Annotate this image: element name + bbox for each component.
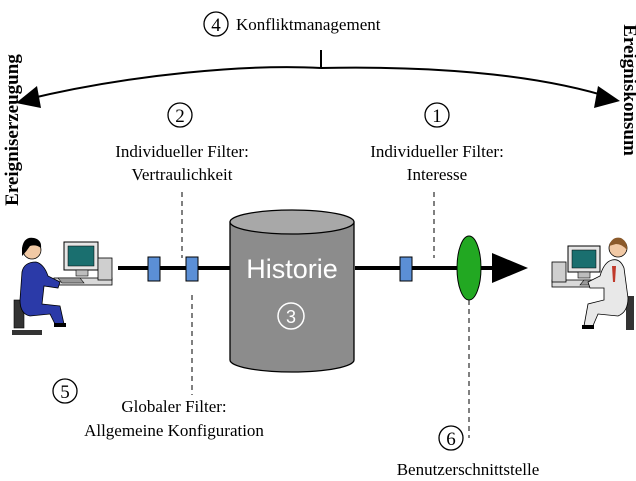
step-6-circle — [438, 425, 464, 451]
consumer-user-icon — [551, 237, 634, 330]
step-2-number: 2 — [175, 106, 185, 127]
step-2-circle — [167, 102, 193, 128]
filter-box-global — [185, 256, 199, 282]
user-interface-ellipse — [456, 235, 482, 301]
filter-left-title: Individueller Filter: — [115, 142, 249, 161]
filter-box-interest — [399, 256, 413, 282]
arrowhead-right — [594, 86, 620, 108]
step-1-circle — [424, 102, 450, 128]
step-1-number: 1 — [432, 106, 442, 127]
producer-user-icon — [12, 237, 113, 335]
user-interface-label: Benutzerschnittstelle — [397, 460, 540, 479]
history-label: Historie — [246, 254, 338, 284]
dashed-leaders — [181, 192, 470, 438]
arrowhead-left — [16, 86, 41, 108]
step-6-number: 6 — [446, 429, 456, 450]
conflict-arrows — [16, 50, 620, 108]
step-3-number: 3 — [286, 307, 296, 327]
label-event-production: Ereigniserzeugung — [2, 54, 23, 206]
label-event-consumption: Ereigniskonsum — [619, 24, 636, 156]
filter-box-confidentiality — [147, 256, 161, 282]
filter-right-subtitle: Interesse — [407, 165, 467, 184]
global-filter-subtitle: Allgemeine Konfiguration — [84, 421, 264, 440]
global-filter-title: Globaler Filter: — [121, 397, 226, 416]
step-3-circle — [277, 302, 305, 330]
conflict-management-label: Konfliktmanagement — [236, 15, 381, 34]
history-cylinder — [229, 209, 362, 383]
filter-left-subtitle: Vertraulichkeit — [131, 165, 232, 184]
step-4-circle — [203, 11, 229, 37]
step-5-circle — [52, 378, 78, 404]
flow-arrowhead — [492, 253, 528, 283]
filter-right-title: Individueller Filter: — [370, 142, 504, 161]
step-5-number: 5 — [60, 382, 70, 403]
step-4-number: 4 — [211, 15, 221, 36]
